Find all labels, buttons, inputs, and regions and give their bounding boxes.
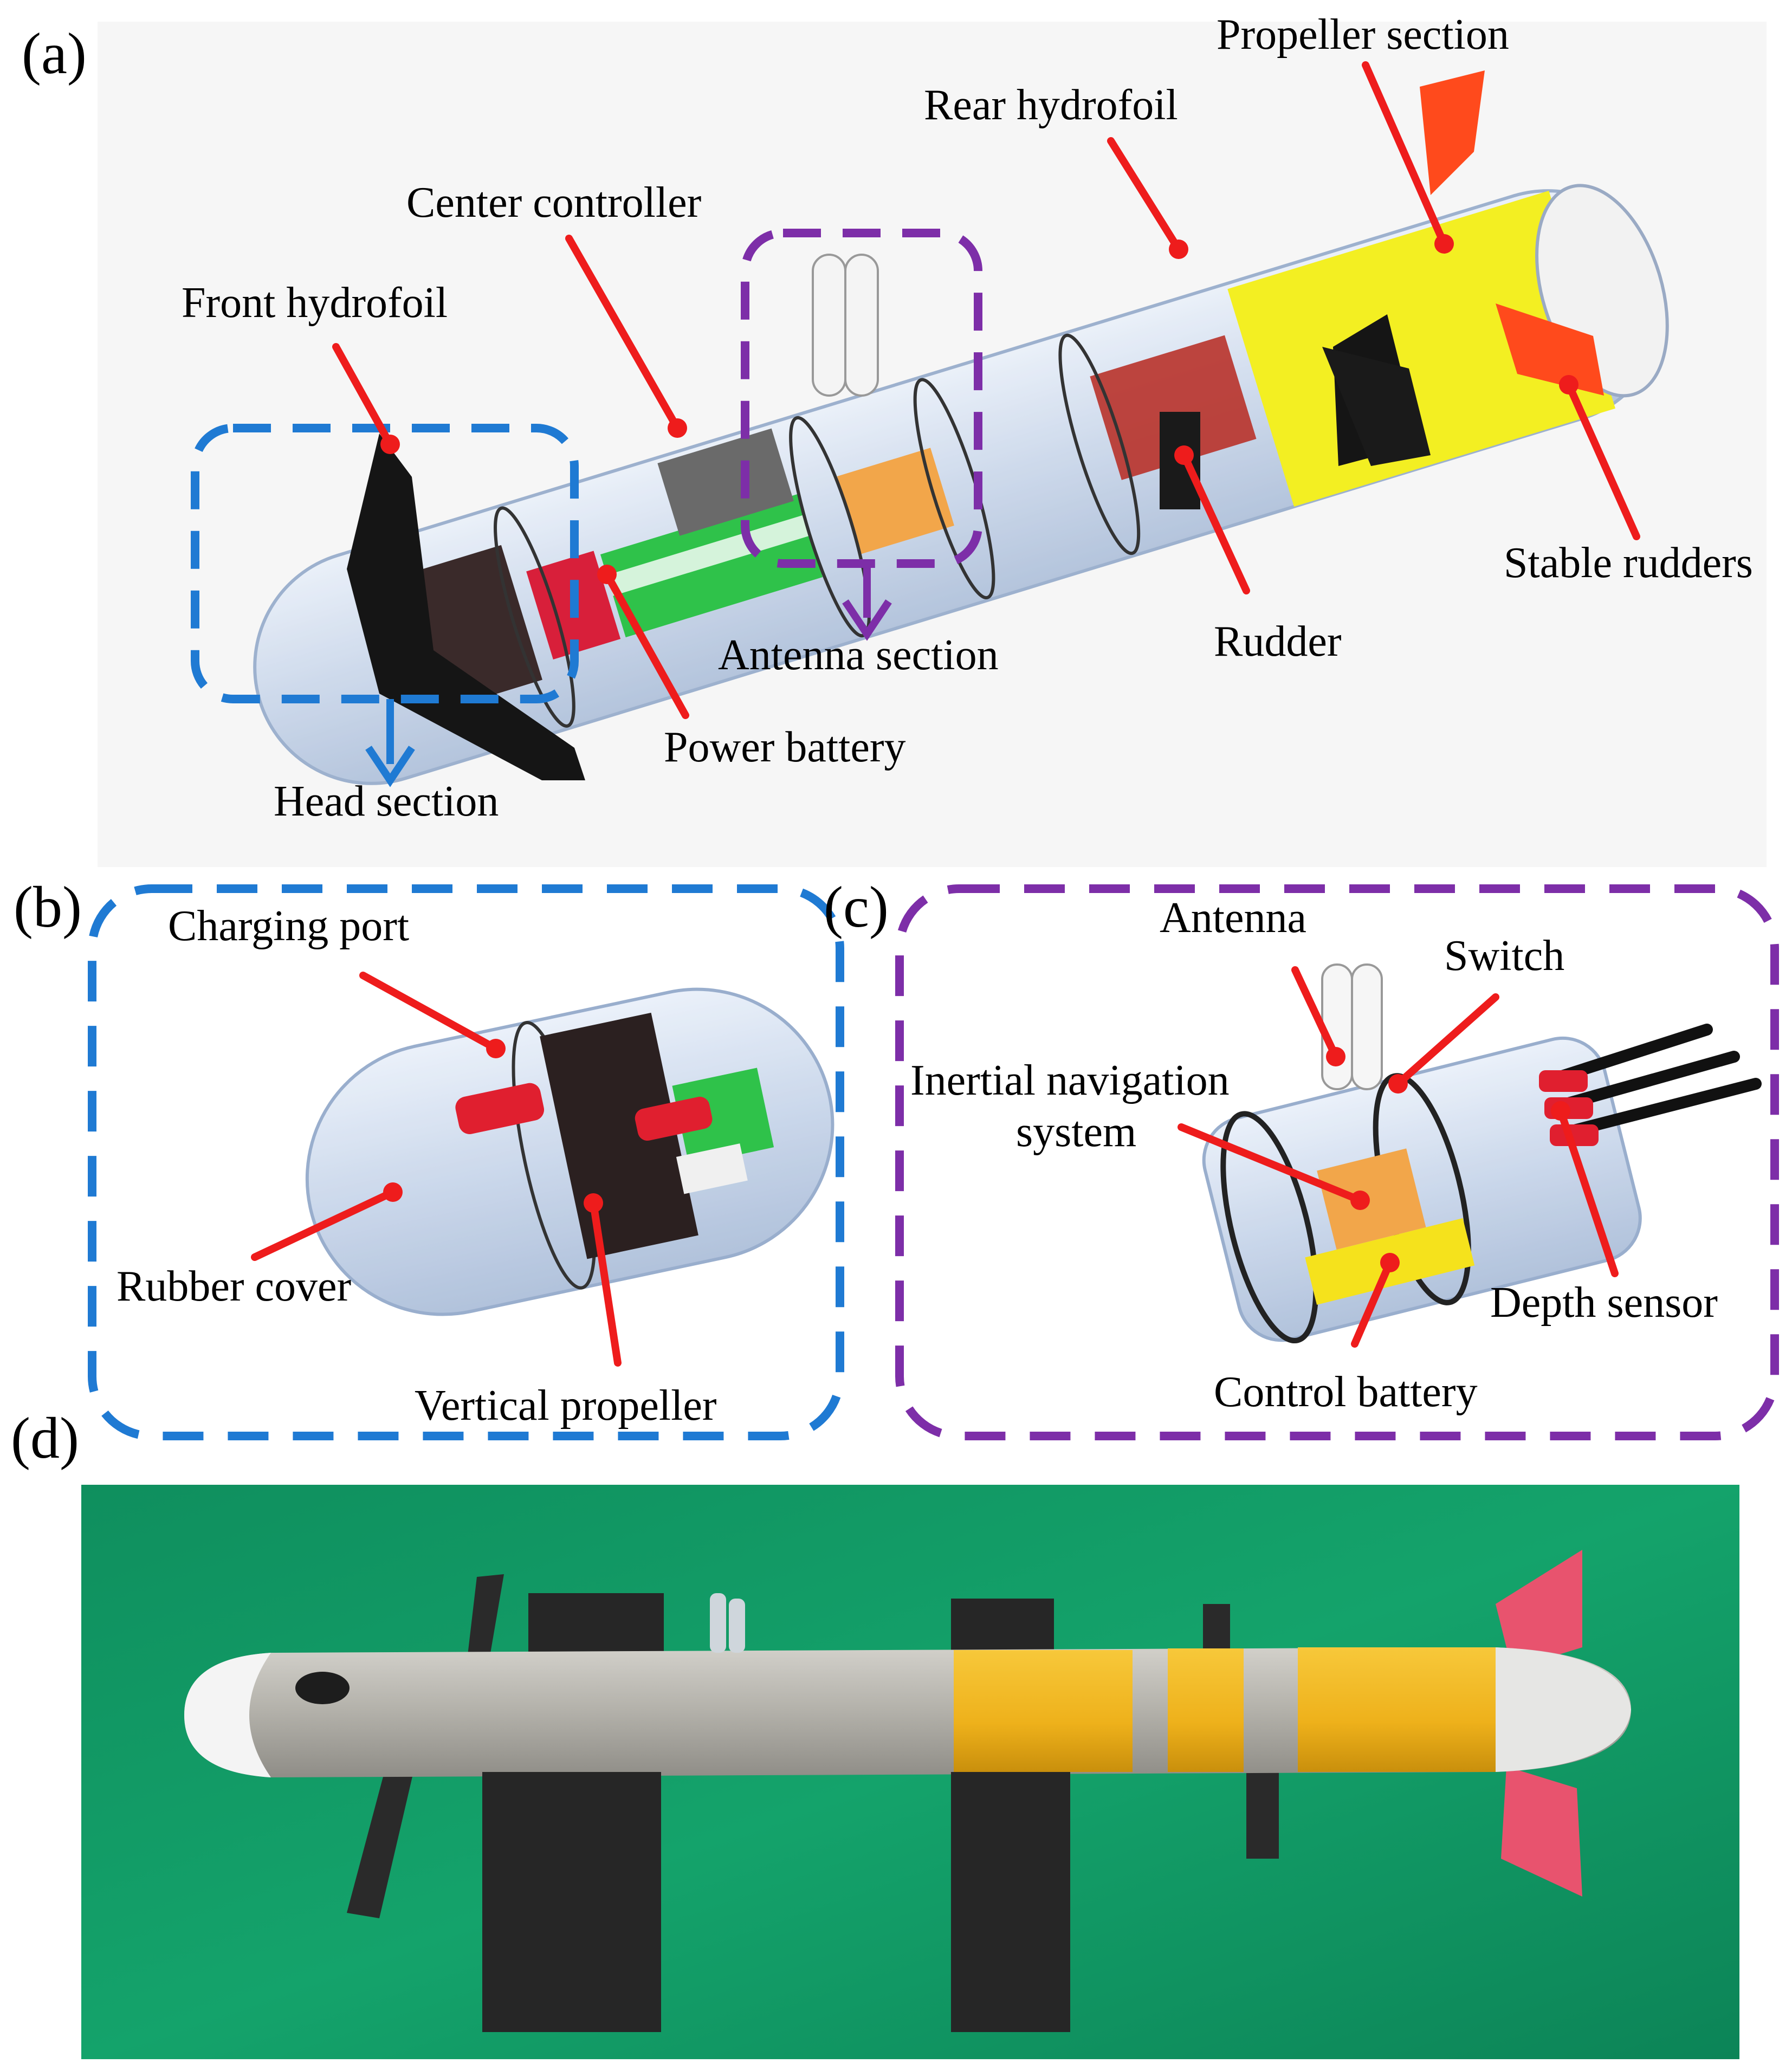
antenna-tube: [1321, 963, 1353, 1090]
photo-stable-rudder-top: [1496, 1550, 1582, 1669]
pointer-power-battery: [603, 571, 689, 719]
panel-a-letter: (a): [22, 22, 87, 86]
label-charging-port: Charging port: [168, 902, 409, 950]
panel-c: (c): [824, 875, 1779, 1440]
stable-rudder-bottom: [1496, 303, 1604, 396]
label-power-battery: Power battery: [664, 723, 906, 771]
pointer-rudder: [1180, 451, 1250, 594]
photo-rear-hydrofoil-bottom: [1246, 1767, 1279, 1859]
pointer-rear-hydrofoil: [1107, 137, 1182, 253]
panel-b-letter: (b): [14, 875, 82, 940]
photo-front-hydrofoil-bottom: [347, 1750, 417, 1918]
photo-yellow-band: [1168, 1648, 1244, 1772]
photo-camera-port: [295, 1672, 350, 1704]
label-rear-hydrofoil: Rear hydrofoil: [924, 81, 1178, 129]
pointer-propeller-section: [1362, 61, 1448, 248]
photo-stable-rudder-bottom: [1501, 1767, 1582, 1897]
label-front-hydrofoil: Front hydrofoil: [182, 279, 448, 327]
stable-rudder-top: [1420, 70, 1485, 195]
photo-front-hydrofoil-top: [466, 1574, 504, 1669]
head-section-arrowhead: [365, 746, 415, 787]
label-inertial-navigation-line1: Inertial navigation: [910, 1057, 1230, 1104]
pointer-rubber-cover: [251, 1188, 397, 1261]
head-section-render: [305, 987, 834, 1316]
panel-b: (b) Charging port Rubber cover Vertical …: [14, 875, 844, 1440]
panel-a: (a): [22, 11, 1767, 867]
battery-stripe: [606, 515, 810, 596]
label-control-battery: Control battery: [1214, 1368, 1478, 1416]
panel-b-pointer-dots: [383, 1039, 603, 1213]
panel-a-pointers: [332, 61, 1640, 719]
head-connector: [635, 1096, 713, 1141]
label-rubber-cover: Rubber cover: [117, 1263, 351, 1310]
pointer-antenna: [1291, 966, 1340, 1060]
ins-block: [837, 448, 954, 554]
bulkhead-ring: [1058, 333, 1141, 555]
photo-nose-cap: [184, 1653, 271, 1777]
bulkhead-ring: [494, 506, 575, 728]
photo-antenna: [729, 1599, 745, 1653]
panel-b-frame: [88, 884, 844, 1440]
auv-render: [253, 184, 1669, 785]
label-rudder: Rudder: [1214, 618, 1342, 665]
rear-hydrofoil-fin: [1322, 347, 1431, 466]
ins-box: [1317, 1148, 1426, 1250]
propeller-section-body: [1227, 191, 1616, 507]
head-green-board: [672, 1068, 774, 1166]
antenna-section-box: [741, 229, 982, 568]
bulkhead-ring: [789, 416, 871, 638]
photo-hull: [184, 1647, 1631, 1777]
head-white-block: [676, 1143, 748, 1194]
antenna-section-arrowhead: [842, 599, 892, 641]
foam-block: [482, 1772, 661, 2032]
panel-d-letter: (d): [11, 1406, 79, 1471]
panel-c-letter: (c): [824, 875, 889, 940]
panel-c-pointers: [1178, 966, 1619, 1348]
photo-yellow-band: [1298, 1647, 1498, 1772]
panel-c-frame: [895, 884, 1779, 1440]
label-antenna: Antenna: [1160, 894, 1306, 942]
rear-connectors: [1090, 335, 1257, 480]
antenna-mast: [844, 254, 879, 397]
label-inertial-navigation-line2: system: [1016, 1108, 1136, 1156]
label-switch: Switch: [1444, 932, 1564, 980]
pointer-front-hydrofoil: [332, 343, 394, 448]
label-vertical-propeller: Vertical propeller: [415, 1382, 717, 1429]
label-stable-rudders: Stable rudders: [1504, 539, 1753, 587]
label-depth-sensor: Depth sensor: [1490, 1279, 1718, 1327]
pointer-inertial-navigation: [1178, 1123, 1364, 1204]
label-head-section: Head section: [274, 778, 499, 825]
antenna-tube: [1351, 963, 1383, 1090]
front-hydrofoil-shape: [347, 434, 585, 780]
photo-tail-cone: [1496, 1647, 1631, 1772]
pointer-charging-port: [359, 972, 500, 1052]
pointer-stable-rudders: [1565, 381, 1640, 540]
antenna-mast: [812, 254, 846, 397]
foam-block: [951, 1772, 1070, 2032]
pointer-center-controller: [565, 235, 681, 432]
panel-d: (d): [11, 1406, 1739, 2059]
pointer-vertical-propeller: [590, 1199, 622, 1367]
pointer-switch: [1394, 993, 1499, 1088]
label-antenna-section: Antenna section: [718, 631, 999, 679]
photo-yellow-band: [954, 1650, 1133, 1772]
pointer-control-battery: [1351, 1259, 1394, 1348]
center-controller-box: [657, 428, 794, 536]
panel-a-pointer-dots: [380, 234, 1578, 584]
label-center-controller: Center controller: [406, 179, 701, 227]
panel-c-pointer-dots: [1326, 1047, 1570, 1272]
label-propeller-section: Propeller section: [1217, 11, 1509, 59]
pointer-depth-sensor: [1557, 1107, 1619, 1277]
charging-port-shape: [455, 1083, 545, 1134]
antenna-ring: [1220, 1111, 1319, 1344]
photo-antenna: [710, 1593, 726, 1653]
head-frame: [540, 1012, 698, 1259]
panel-b-pointers: [251, 972, 622, 1367]
